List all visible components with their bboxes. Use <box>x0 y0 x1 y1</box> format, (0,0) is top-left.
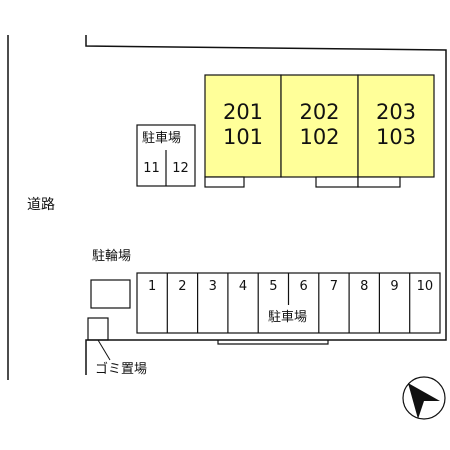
parking-slot-6: 6 <box>299 279 308 294</box>
parking-slot-7: 7 <box>329 279 339 294</box>
parking-slot-3: 3 <box>208 279 217 294</box>
small-parking-slot-12: 12 <box>172 161 189 176</box>
parking-slot-4: 4 <box>238 279 248 294</box>
main-parking-dividers <box>166 273 411 333</box>
bicycle-parking-box <box>90 279 131 309</box>
unit-103-label: 103 <box>375 125 417 149</box>
parking-slot-5: 5 <box>269 279 278 294</box>
road-label: 道路 <box>27 197 55 213</box>
unit-entry-step-1 <box>204 176 245 188</box>
garbage-leader-line <box>97 339 111 361</box>
entrance-notch <box>217 340 329 345</box>
main-parking-area <box>136 272 441 334</box>
north-arrow-icon <box>402 376 446 420</box>
unit-102-label: 102 <box>299 125 340 149</box>
unit-202-label: 202 <box>299 100 340 124</box>
parking-slot-8: 8 <box>360 279 369 294</box>
garbage-area-label: ゴミ置場 <box>95 362 148 377</box>
unit-201-label: 201 <box>222 100 264 124</box>
main-parking-label: 駐車場 <box>268 310 308 325</box>
small-parking-slot-11: 11 <box>143 161 160 176</box>
property-boundary <box>85 35 447 375</box>
unit-block-2 <box>280 74 359 178</box>
unit-101-label: 101 <box>222 125 264 149</box>
parking-slot-2: 2 <box>178 279 187 294</box>
bicycle-parking-label: 駐輪場 <box>92 249 132 264</box>
unit-203-label: 203 <box>375 100 417 124</box>
parking-slot-9: 9 <box>390 279 399 294</box>
building-units <box>204 74 435 188</box>
unit-entry-step-2 <box>315 176 359 188</box>
parking-slot-1: 1 <box>148 279 157 294</box>
unit-block-1 <box>204 74 282 178</box>
small-parking-label: 駐車場 <box>142 131 182 146</box>
unit-block-3 <box>357 74 435 178</box>
garbage-area-box <box>87 317 109 341</box>
parking-slot-10: 10 <box>416 279 434 294</box>
unit-entry-step-3 <box>357 176 401 188</box>
